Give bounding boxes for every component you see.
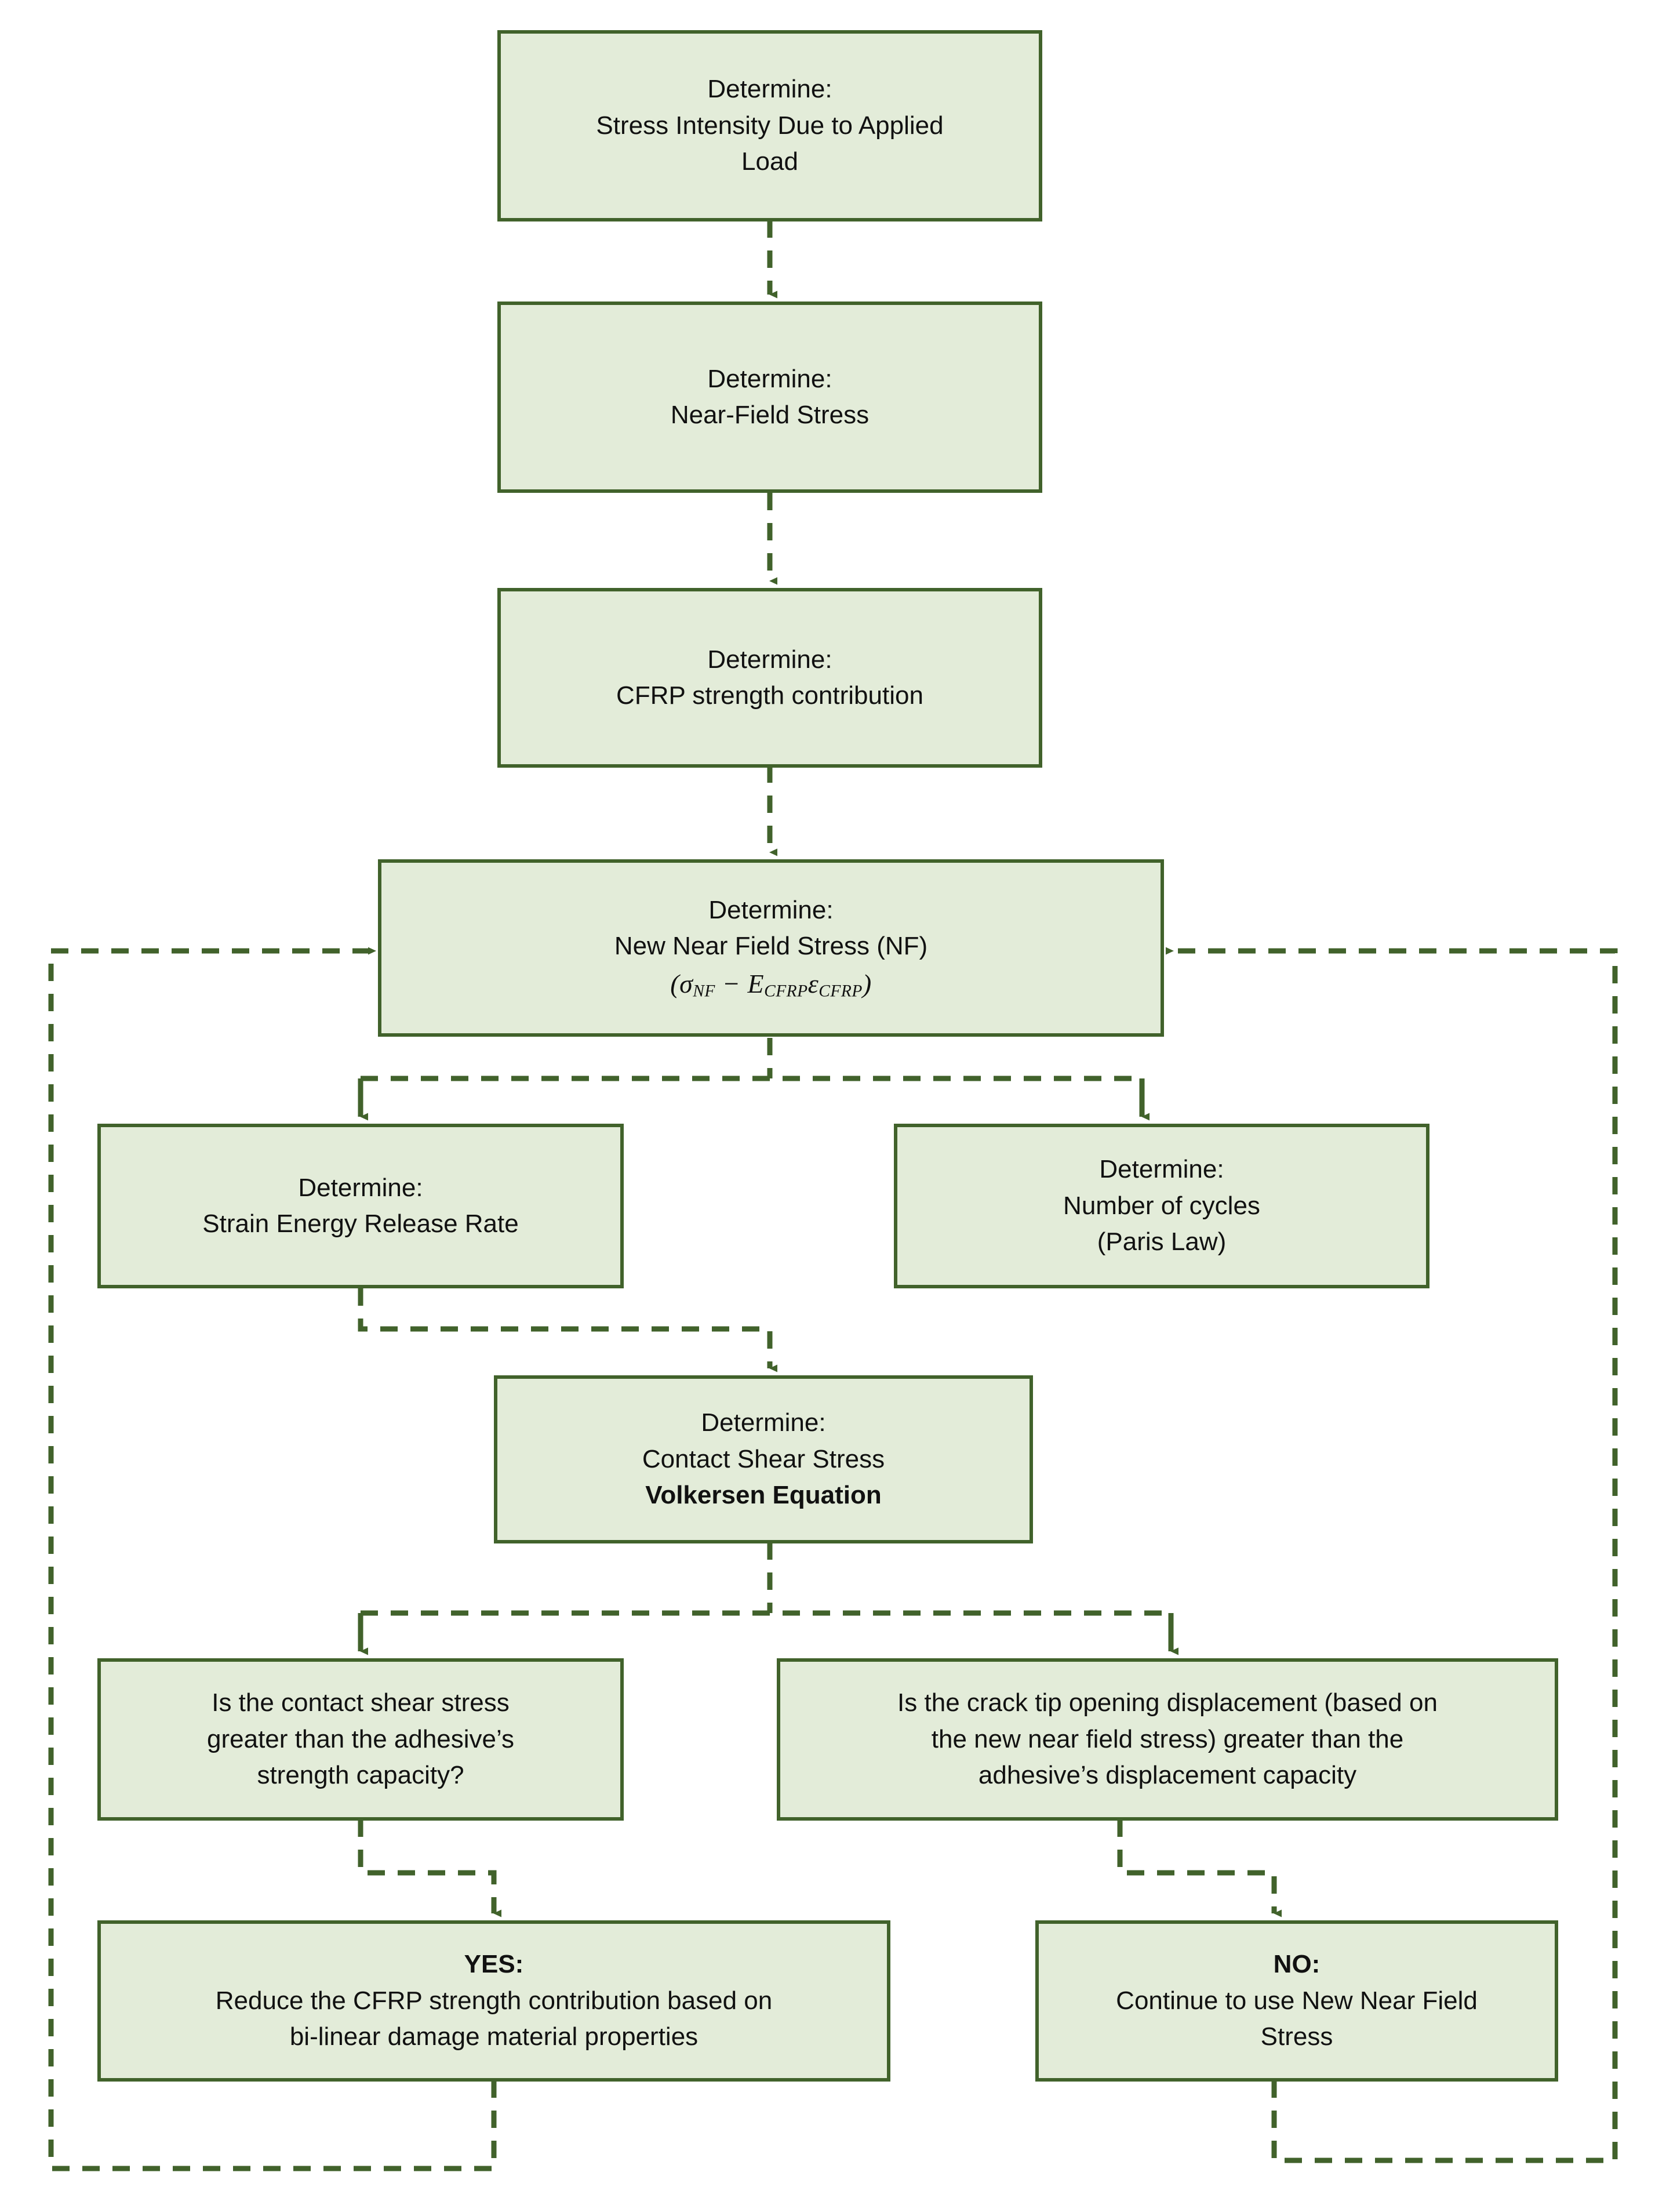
node-number-of-cycles-line3: (Paris Law) [1097,1227,1227,1256]
node-new-near-field-stress[interactable]: Determine: New Near Field Stress (NF) (σ… [378,859,1164,1037]
node-contact-shear-line2: Contact Shear Stress [642,1444,885,1473]
node-strain-energy-release-rate[interactable]: Determine: Strain Energy Release Rate [97,1124,624,1288]
node-cfrp-strength-line1: Determine: [707,645,832,674]
node-outcome-yes[interactable]: YES: Reduce the CFRP strength contributi… [97,1920,890,2082]
node-number-of-cycles-line2: Number of cycles [1063,1191,1260,1220]
node-stress-intensity-line1: Determine: [707,75,832,104]
node-number-of-cycles-line1: Determine: [1099,1155,1224,1184]
node-number-of-cycles[interactable]: Determine: Number of cycles (Paris Law) [894,1124,1429,1288]
node-outcome-no-label: NO: [1273,1950,1321,1979]
node-near-field-stress-line1: Determine: [707,364,832,393]
edge-decision-shear-to-yes [358,1819,501,1917]
node-decision-shear-line3: strength capacity? [257,1761,464,1790]
node-strain-energy-line1: Determine: [298,1173,423,1202]
node-decision-shear-capacity[interactable]: Is the contact shear stress greater than… [97,1658,624,1821]
node-decision-ctod-line2: the new near field stress) greater than … [931,1724,1404,1753]
node-near-field-stress[interactable]: Determine: Near-Field Stress [497,302,1042,493]
node-outcome-no[interactable]: NO: Continue to use New Near Field Stres… [1035,1920,1558,2082]
edge-strain-energy-to-contact-shear [358,1288,777,1372]
node-cfrp-strength-line2: CFRP strength contribution [616,681,923,710]
node-new-near-field-stress-equation: (σNF − ECFRPεCFRP) [670,965,871,1004]
node-outcome-yes-label: YES: [464,1950,524,1979]
node-decision-ctod-line3: adhesive’s displacement capacity [978,1761,1357,1790]
equation-modulus-subscript: CFRP [764,982,808,1001]
equation-strain: ε [807,968,819,998]
node-new-near-field-stress-line1: Determine: [708,895,834,924]
node-outcome-yes-line2: Reduce the CFRP strength contribution ba… [215,1986,773,2015]
equation-close-paren: ) [862,968,872,998]
node-outcome-no-line2: Continue to use New Near Field [1116,1986,1478,2015]
equation-sigma-subscript: NF [693,982,715,1001]
node-outcome-no-line3: Stress [1260,2022,1333,2051]
node-outcome-yes-line3: bi-linear damage material properties [289,2022,699,2051]
equation-minus: − [715,968,748,998]
node-decision-shear-line1: Is the contact shear stress [212,1688,510,1717]
node-stress-intensity[interactable]: Determine: Stress Intensity Due to Appli… [497,30,1042,221]
equation-open-paren: ( [670,968,680,998]
node-new-near-field-stress-line2: New Near Field Stress (NF) [614,932,928,961]
node-decision-ctod-line1: Is the crack tip opening displacement (b… [897,1688,1438,1717]
node-cfrp-strength[interactable]: Determine: CFRP strength contribution [497,588,1042,768]
node-decision-shear-line2: greater than the adhesive’s [207,1724,514,1753]
node-stress-intensity-line3: Load [741,147,798,176]
equation-strain-subscript: CFRP [819,982,863,1001]
node-strain-energy-line2: Strain Energy Release Rate [202,1209,519,1238]
node-contact-shear-volkersen-label: Volkersen Equation [645,1481,882,1510]
node-decision-ctod-capacity[interactable]: Is the crack tip opening displacement (b… [777,1658,1558,1821]
edge-decision-ctod-to-no [1117,1819,1282,1917]
equation-sigma: σ [679,968,693,998]
equation-modulus: E [747,968,765,998]
node-contact-shear-stress[interactable]: Determine: Contact Shear Stress Volkerse… [494,1375,1033,1543]
node-stress-intensity-line2: Stress Intensity Due to Applied [596,111,944,140]
node-near-field-stress-line2: Near-Field Stress [670,401,870,429]
node-contact-shear-line1: Determine: [701,1408,826,1437]
